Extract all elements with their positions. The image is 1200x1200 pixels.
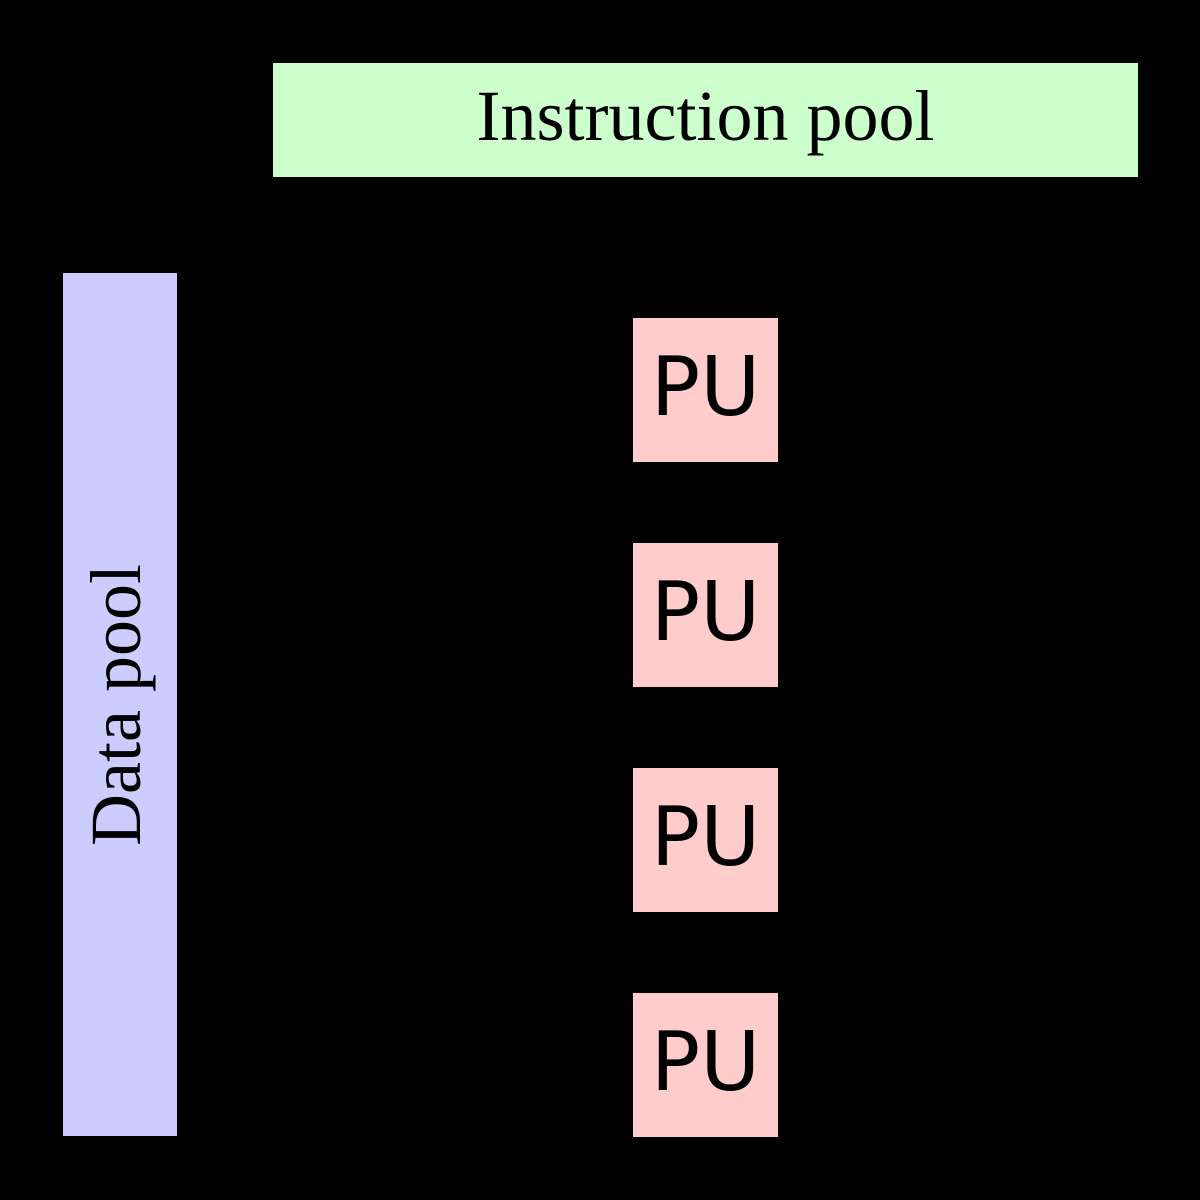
pu-label-4: PU: [650, 1015, 761, 1110]
instruction-pool-label: Instruction pool: [476, 76, 935, 156]
pu-box-1: PU: [633, 318, 778, 462]
instruction-pool-box: Instruction pool: [273, 63, 1138, 177]
pu-box-3: PU: [633, 768, 778, 912]
data-pool-label: Data pool: [76, 563, 157, 846]
pu-label-2: PU: [650, 565, 761, 660]
pu-label-3: PU: [650, 790, 761, 885]
pu-label-1: PU: [650, 340, 761, 435]
data-pool-box: Data pool: [63, 273, 177, 1136]
pu-box-2: PU: [633, 543, 778, 687]
pu-box-4: PU: [633, 993, 778, 1137]
